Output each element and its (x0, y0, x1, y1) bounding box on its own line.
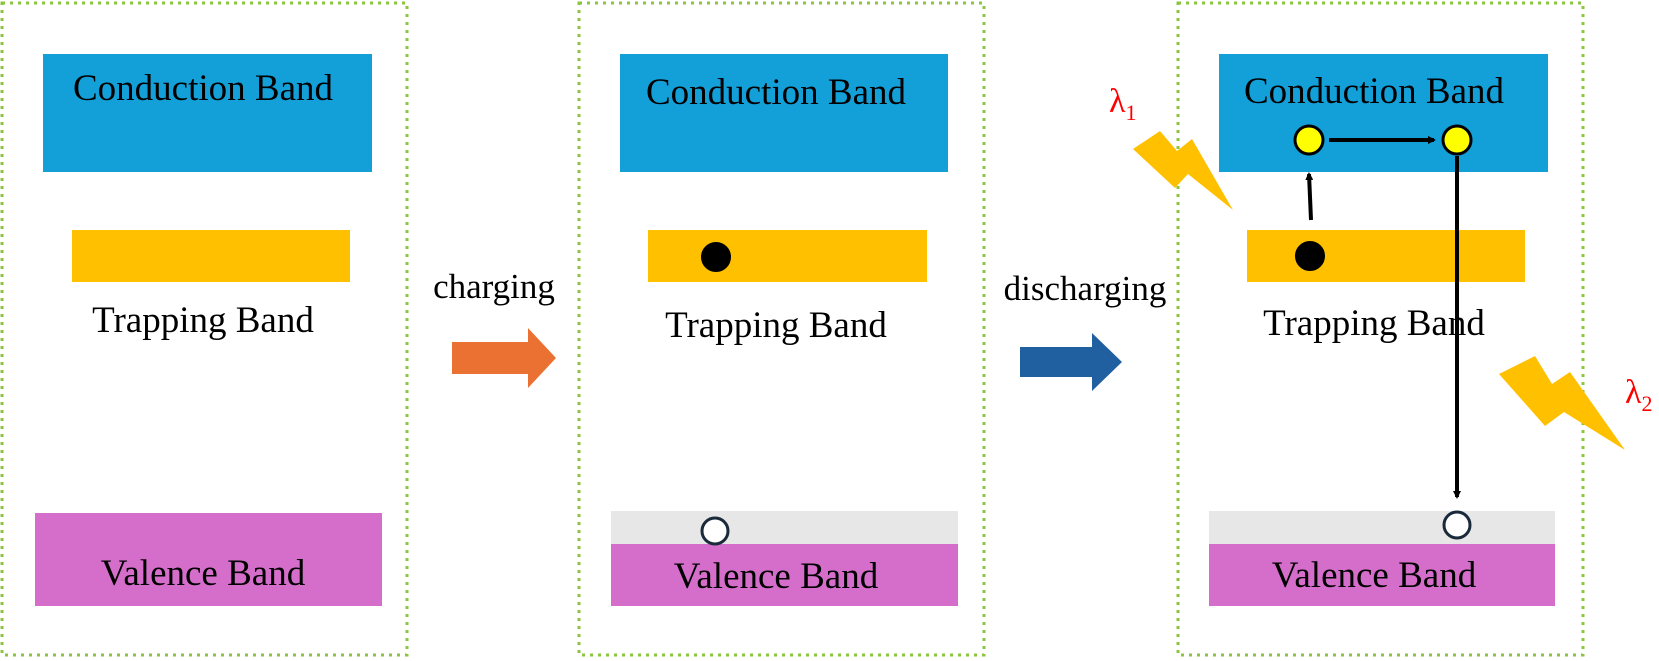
charging-label: charging (433, 267, 555, 306)
lightning-icon (1133, 131, 1233, 210)
panel-border (577, 1, 986, 657)
lambda1-label: λ1 (1109, 83, 1137, 125)
valence-band (35, 513, 382, 606)
excited-electron (1293, 124, 1325, 156)
lambda2-label: λ2 (1625, 374, 1653, 416)
panel-border (1176, 1, 1585, 657)
hole (700, 516, 730, 546)
trapping-band-label: Trapping Band (1263, 303, 1485, 344)
trapped-electron (701, 242, 731, 272)
trapped-electron (1295, 241, 1325, 271)
conduction-band (43, 54, 372, 172)
conduction-band (1219, 54, 1548, 172)
hole (1442, 510, 1472, 540)
panel-border (0, 1, 409, 657)
excitation-arrow (1305, 172, 1314, 221)
valence-band-label: Valence Band (1272, 555, 1477, 596)
panel-initial: Conduction Band Trapping Band Valence Ba… (0, 1, 409, 657)
conduction-band-label: Conduction Band (1244, 71, 1505, 112)
conduction-band-label: Conduction Band (73, 68, 334, 109)
trapping-band (1247, 230, 1525, 282)
excited-electron (1441, 124, 1473, 156)
valence-band (611, 544, 958, 606)
trapping-band (648, 230, 927, 282)
trapping-band-label: Trapping Band (92, 300, 314, 341)
hole-region (611, 511, 958, 544)
trapping-band-label: Trapping Band (665, 305, 887, 346)
lightning-icon (1499, 356, 1625, 450)
valence-band (1209, 544, 1555, 606)
valence-band-label: Valence Band (101, 553, 306, 594)
panel-charged: Conduction Band Trapping Band Valence Ba… (577, 1, 986, 657)
charging-arrow (452, 328, 556, 388)
valence-band-label: Valence Band (674, 556, 879, 597)
hole-region (1209, 511, 1555, 544)
conduction-band (620, 54, 948, 172)
panel-discharging: Conduction Band Trapping Band Valence Ba… (1176, 1, 1585, 657)
discharging-arrow (1020, 333, 1122, 391)
trapping-band (72, 230, 350, 282)
discharging-label: discharging (1004, 269, 1167, 308)
conduction-band-label: Conduction Band (646, 72, 907, 113)
